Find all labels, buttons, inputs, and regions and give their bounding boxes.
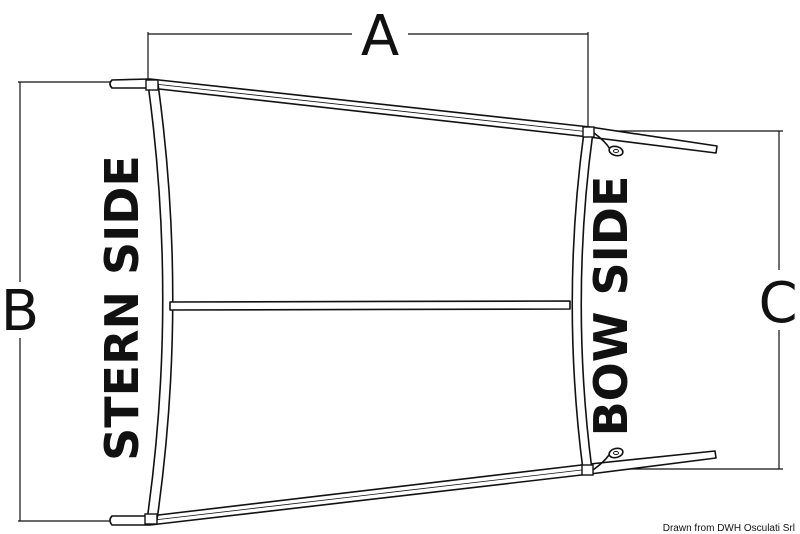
middle-cross-tube — [169, 300, 571, 311]
top-hook-fitting — [593, 132, 624, 157]
dimension-c-label: C — [758, 271, 797, 336]
bow-top-fitting — [582, 126, 595, 138]
dimension-a-label: A — [361, 4, 399, 69]
bow-bottom-fitting — [581, 464, 594, 476]
stern-arch — [144, 79, 174, 525]
stern-side-label: STERN SIDE — [95, 155, 149, 461]
dimension-c: C — [590, 130, 798, 470]
dimension-b: B — [1, 81, 150, 522]
bow-arch — [571, 126, 595, 476]
dimension-b-label: B — [1, 279, 39, 344]
dimension-a: A — [147, 4, 589, 130]
top-tube — [109, 78, 718, 154]
stern-top-fitting — [145, 79, 159, 91]
bottom-hook-fitting — [592, 447, 624, 471]
credit-text: Drawn from DWH Osculati Srl — [663, 523, 795, 534]
bottom-tube — [109, 450, 717, 526]
stern-bottom-fitting — [144, 513, 158, 525]
bow-side-label: BOW SIDE — [584, 176, 638, 437]
